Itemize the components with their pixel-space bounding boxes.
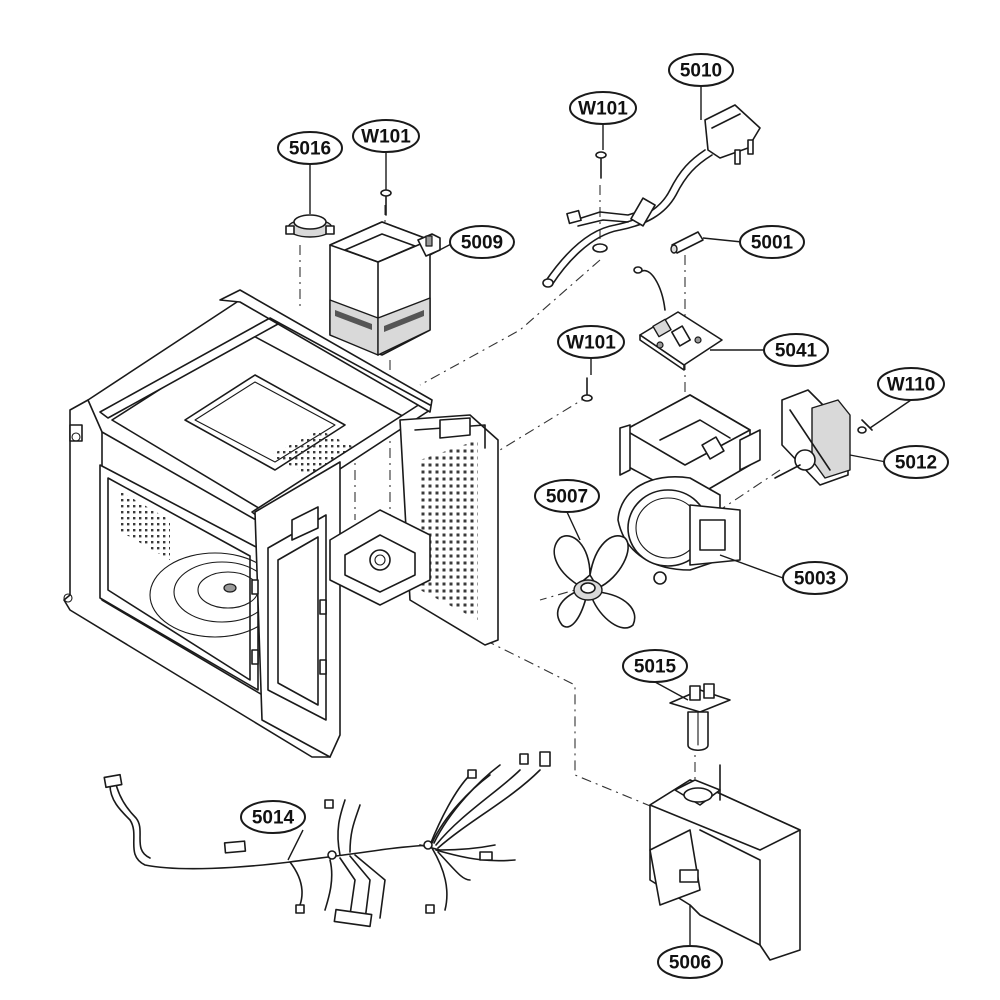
callout-w101-magnetron-label: W101 xyxy=(361,127,411,148)
callout-5001: 5001 xyxy=(739,225,805,259)
callout-5014-label: 5014 xyxy=(252,808,295,829)
part-5003-fan-duct xyxy=(617,394,761,585)
callout-5003-label: 5003 xyxy=(794,569,836,590)
part-5014-wire-harness xyxy=(103,751,551,928)
callout-w101-cord-label: W101 xyxy=(578,99,628,120)
cabinet-chassis xyxy=(63,289,499,758)
callout-5001-label: 5001 xyxy=(751,233,794,254)
part-5016-thermostat xyxy=(285,214,335,238)
part-5001-fuse xyxy=(670,231,704,254)
callout-5041-label: 5041 xyxy=(775,341,818,362)
callout-5003: 5003 xyxy=(782,561,848,595)
callout-w101-mid-label: W101 xyxy=(566,333,616,354)
callout-leaders xyxy=(287,86,912,945)
part-5007-fan-blade xyxy=(553,535,636,629)
part-w101-screw xyxy=(581,377,593,402)
callout-5016: 5016 xyxy=(277,131,343,165)
part-5012-fan-motor xyxy=(774,389,873,486)
part-5015-lamp xyxy=(669,683,731,752)
callout-w101-mid: W101 xyxy=(557,325,625,359)
callout-w101-cord: W101 xyxy=(569,91,637,125)
part-5010-power-cord xyxy=(542,104,761,288)
callout-5010: 5010 xyxy=(668,53,734,87)
callout-5009: 5009 xyxy=(449,225,515,259)
callout-w110: W110 xyxy=(877,367,945,401)
callout-5006-label: 5006 xyxy=(669,953,711,974)
part-5041-noise-filter xyxy=(633,266,723,371)
callout-5012-label: 5012 xyxy=(895,453,937,474)
callout-5015: 5015 xyxy=(622,649,688,683)
callout-5010-label: 5010 xyxy=(680,61,722,82)
callout-5016-label: 5016 xyxy=(289,139,331,160)
callout-5007-label: 5007 xyxy=(546,487,588,508)
callout-5012: 5012 xyxy=(883,445,949,479)
part-5006-air-guide xyxy=(649,764,801,961)
callout-5006: 5006 xyxy=(657,945,723,979)
callout-w110-label: W110 xyxy=(887,375,936,396)
callout-5014: 5014 xyxy=(240,800,306,834)
callout-5009-label: 5009 xyxy=(461,233,503,254)
callout-w101-magnetron: W101 xyxy=(352,119,420,153)
part-5009-magnetron xyxy=(329,189,441,356)
callout-5015-label: 5015 xyxy=(634,657,677,678)
callout-5007: 5007 xyxy=(534,479,600,513)
callout-5041: 5041 xyxy=(763,333,829,367)
